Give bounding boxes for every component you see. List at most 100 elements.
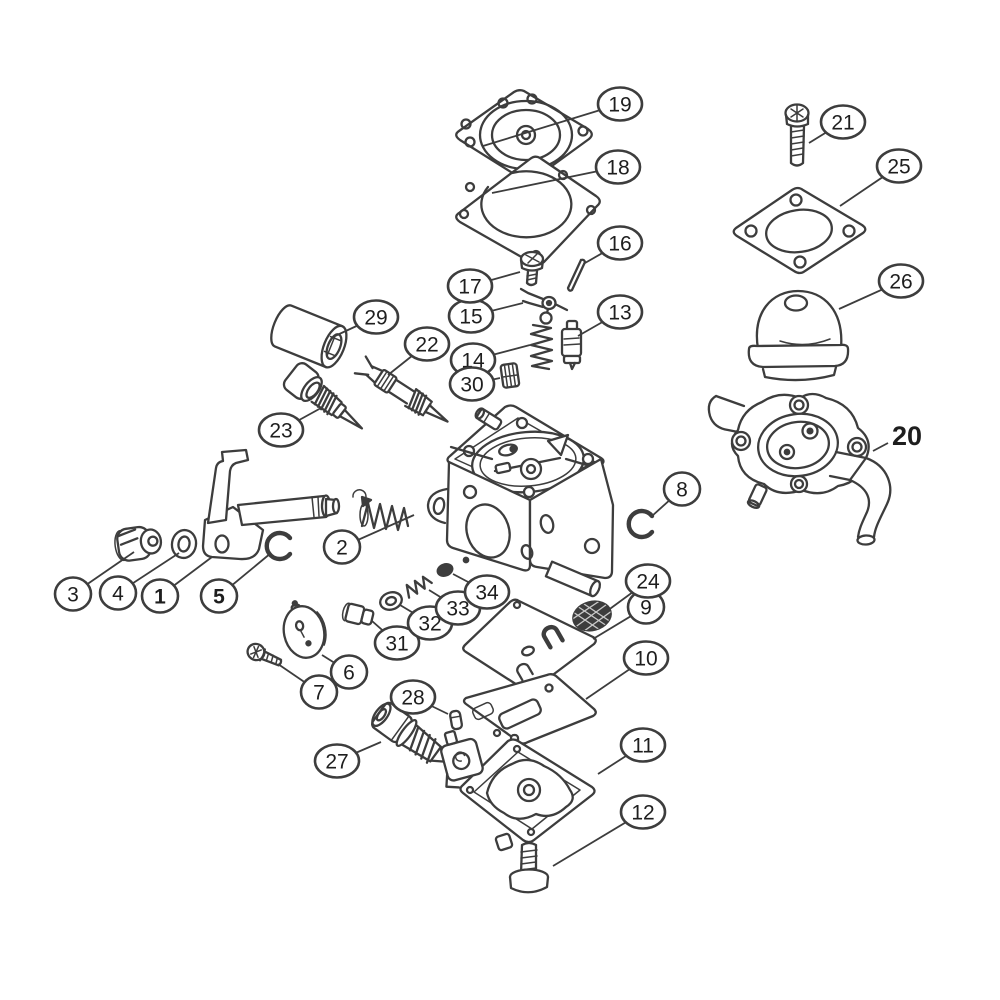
callout-number-23: 23: [269, 420, 292, 443]
callout-19: 19: [482, 86, 644, 147]
callout-number-22: 22: [415, 334, 438, 357]
part-31-plug: [341, 602, 375, 626]
part-33-spring: [405, 575, 433, 599]
callout-number-16: 16: [608, 233, 631, 256]
callout-17: 17: [446, 268, 521, 304]
callout-4: 4: [98, 552, 180, 611]
callout-bubble-24: [624, 563, 672, 599]
callout-29: 29: [334, 299, 400, 337]
callout-27: 27: [313, 741, 382, 779]
part-5-clip: [264, 530, 293, 562]
part-7-screw: [246, 642, 283, 667]
callout-bubble-10: [622, 640, 670, 676]
callout-18: 18: [491, 149, 642, 194]
callout-bubble-31: [373, 625, 421, 661]
callout-10: 10: [585, 640, 670, 700]
part-22-adjustment-screw: [353, 355, 449, 423]
part-28-pin: [448, 709, 464, 731]
parts-artwork: [114, 89, 892, 894]
callout-bubble-11: [619, 727, 667, 763]
callout-bubble-16: [596, 225, 644, 261]
callout-bubble-25: [875, 148, 923, 184]
callout-number-31: 31: [385, 633, 408, 656]
callout-11: 11: [597, 727, 667, 775]
callout-22: 22: [387, 326, 451, 376]
part-6-valve-disc: [282, 600, 327, 659]
callout-23: 23: [257, 407, 322, 448]
callout-bubble-22: [403, 326, 451, 362]
callout-21: 21: [808, 104, 867, 144]
part-18-gasket: [455, 155, 601, 266]
callout-bubble-4: [98, 575, 138, 611]
callout-26: 26: [838, 263, 925, 310]
callout-bubble-27: [313, 743, 361, 779]
part-32-o-ring: [379, 591, 403, 611]
callout-number-32: 32: [418, 613, 441, 636]
part-17-screw: [519, 250, 545, 287]
callout-5: 5: [199, 552, 272, 614]
part-carburetor-body: [426, 404, 615, 598]
callout-bubble-8: [662, 471, 702, 507]
part-20-pump-assembly: [707, 392, 892, 546]
callout-number-8: 8: [676, 479, 688, 502]
part-26-primer-bulb: [747, 289, 850, 382]
callout-bubble-12: [619, 794, 667, 830]
part-16-pin: [566, 258, 587, 292]
part-14-spring: [529, 323, 554, 371]
callout-bubble-17: [446, 268, 494, 304]
callout-2: 2: [322, 514, 415, 565]
callout-bubble-19: [596, 86, 644, 122]
callout-number-5: 5: [213, 586, 225, 609]
callout-number-26: 26: [889, 271, 912, 294]
callout-number-33: 33: [446, 598, 469, 621]
callout-7: 7: [277, 663, 339, 710]
callout-bubble-28: [389, 679, 437, 715]
callout-24: 24: [606, 563, 672, 612]
callout-bubble-13: [596, 294, 644, 330]
callout-34: 34: [452, 573, 511, 610]
callout-number-3: 3: [67, 584, 79, 607]
callout-bubble-34: [463, 574, 511, 610]
part-25-gasket: [732, 186, 867, 275]
callout-28: 28: [389, 679, 449, 715]
callout-3: 3: [53, 551, 135, 612]
part-10-gasket: [462, 673, 597, 745]
callout-bubble-30: [448, 366, 496, 402]
callout-number-34: 34: [475, 582, 499, 605]
part-34-ball: [436, 563, 454, 577]
part-15-metering-lever: [519, 287, 569, 325]
callout-number-10: 10: [634, 648, 657, 671]
leader-line-20: [872, 442, 889, 452]
callout-number-18: 18: [606, 157, 629, 180]
callout-6: 6: [321, 654, 369, 690]
part-27-screw-spring: [371, 701, 448, 764]
part-23-adjustment-screw: [282, 362, 364, 430]
callout-25: 25: [839, 148, 923, 207]
callout-number-9: 9: [640, 597, 652, 620]
callout-number-27: 27: [325, 751, 348, 774]
part-29-cap: [270, 304, 348, 369]
callout-bubble-5: [199, 578, 239, 614]
part-1-throttle-shaft-lever: [201, 448, 341, 561]
callout-number-15: 15: [459, 306, 482, 329]
callout-1: 1: [140, 556, 213, 614]
callout-number-28: 28: [401, 687, 424, 710]
callout-number-21: 21: [831, 112, 854, 135]
callout-number-24: 24: [636, 571, 660, 594]
callout-number-17: 17: [458, 276, 481, 299]
callout-bubble-18: [594, 149, 642, 185]
callout-bubble-2: [322, 529, 362, 565]
callout-31: 31: [371, 620, 421, 661]
callout-30: 30: [448, 366, 501, 402]
callout-number-13: 13: [608, 302, 631, 325]
callout-12: 12: [552, 794, 667, 867]
callout-13: 13: [577, 294, 644, 337]
callout-number-29: 29: [364, 307, 387, 330]
callout-bubble-6: [329, 654, 369, 690]
callout-bubble-29: [352, 299, 400, 335]
callout-number-1: 1: [154, 586, 166, 609]
callout-number-12: 12: [631, 802, 654, 825]
callout-bubble-21: [819, 104, 867, 140]
callout-20: 20: [872, 421, 922, 452]
